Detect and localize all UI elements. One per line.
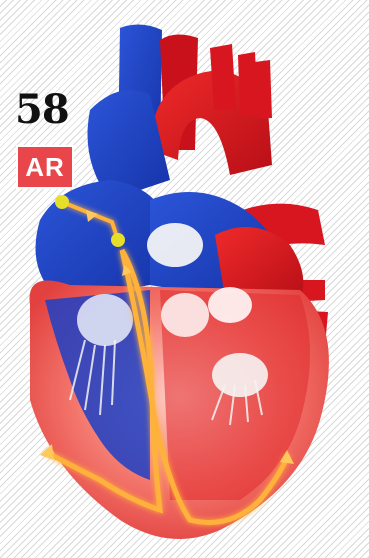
ar-badge[interactable]: AR: [16, 145, 74, 189]
aortic-branches: [210, 44, 272, 118]
arrow-head-left-ventricle: [40, 444, 54, 460]
atrioventricular-node: [111, 233, 125, 247]
mitral-valve: [208, 287, 252, 323]
sinoatrial-node: [55, 195, 69, 209]
tricuspid-valve: [77, 294, 133, 346]
pulmonary-valve: [147, 223, 203, 267]
aortic-valve: [161, 293, 209, 337]
papillary-muscle-left: [212, 353, 268, 397]
page-number: 58: [15, 90, 69, 130]
